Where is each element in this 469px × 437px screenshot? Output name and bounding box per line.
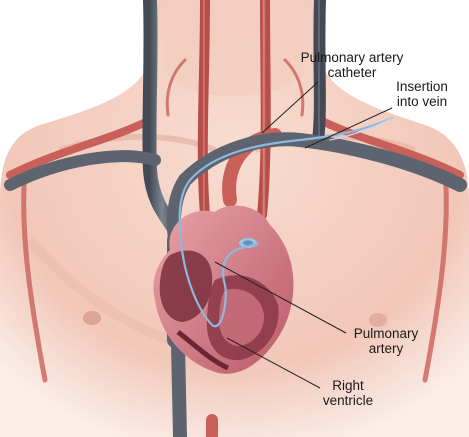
- label-line: Insertion: [382, 79, 462, 94]
- label-pulmonary-artery-catheter: Pulmonary artery catheter: [288, 50, 416, 80]
- label-line: catheter: [288, 65, 416, 80]
- label-line: Pulmonary artery: [288, 50, 416, 65]
- label-line: into vein: [382, 94, 462, 109]
- label-line: Pulmonary: [345, 326, 427, 341]
- label-pulmonary-artery: Pulmonary artery: [345, 326, 427, 356]
- label-insertion-into-vein: Insertion into vein: [382, 79, 462, 109]
- label-right-ventricle: Right ventricle: [313, 378, 383, 408]
- label-line: artery: [345, 341, 427, 356]
- label-line: ventricle: [313, 393, 383, 408]
- label-line: Right: [313, 378, 383, 393]
